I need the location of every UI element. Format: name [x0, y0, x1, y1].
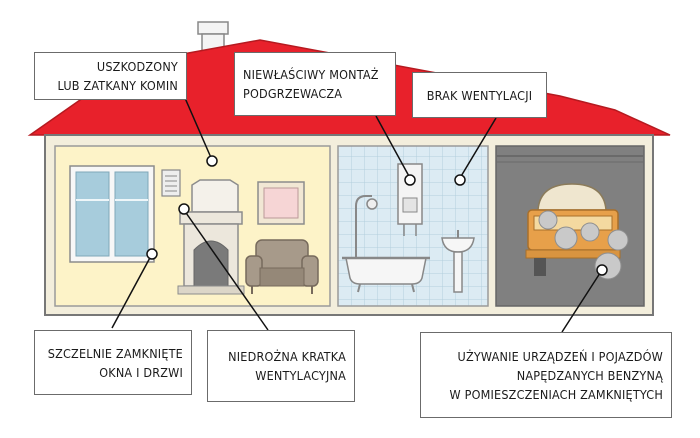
callout-heater-installation: NIEWŁAŚCIWY MONTAŻ PODGRZEWACZA [234, 52, 396, 116]
callout-blocked-grate: NIEDROŻNA KRATKA WENTYLACYJNA [207, 330, 355, 402]
picture-frame [257, 181, 305, 225]
callout-text-line: NAPĘDZANYCH BENZYNĄ [516, 367, 663, 383]
callout-text-line: NIEDROŻNA KRATKA [228, 349, 346, 364]
callout-markers [146, 155, 608, 276]
callout-text-line: USZKODZONY [96, 59, 178, 74]
callout-text-line: SZCZELNIE ZAMKNIĘTE [47, 345, 183, 361]
callout-text-line: OKNA I DRZWI [99, 364, 183, 380]
callout-text-line: LUB ZATKANY KOMIN [57, 78, 178, 93]
callout-text-line: NIEWŁAŚCIWY MONTAŻ [243, 67, 379, 82]
callout-lines [111, 97, 603, 333]
garage [495, 145, 645, 307]
fireplace [177, 179, 245, 295]
callout-text-line: PODGRZEWACZA [243, 86, 343, 101]
callout-no-ventilation: BRAK WENTYLACJI [412, 72, 547, 118]
callout-petrol-devices: UŻYWANIE URZĄDZEŃ I POJAZDÓW NAPĘDZANYCH… [420, 332, 672, 418]
callout-text-line: WENTYLACYJNA [255, 368, 346, 383]
sink [441, 230, 475, 293]
callout-text-line: BRAK WENTYLACJI [426, 87, 533, 103]
water-heater [397, 163, 423, 236]
window [69, 165, 155, 263]
callout-text-line: UŻYWANIE URZĄDZEŃ I POJAZDÓW [457, 348, 663, 364]
callout-sealed-windows: SZCZELNIE ZAMKNIĘTE OKNA I DRZWI [34, 330, 192, 395]
callout-text-line: W POMIESZCZENIACH ZAMKNIĘTYCH [449, 386, 663, 402]
armchair [245, 239, 319, 294]
callout-damaged-chimney: USZKODZONY LUB ZATKANY KOMIN [34, 52, 187, 100]
ventilation-grate [161, 169, 181, 197]
bathtub [342, 256, 430, 293]
living-room [54, 145, 331, 307]
